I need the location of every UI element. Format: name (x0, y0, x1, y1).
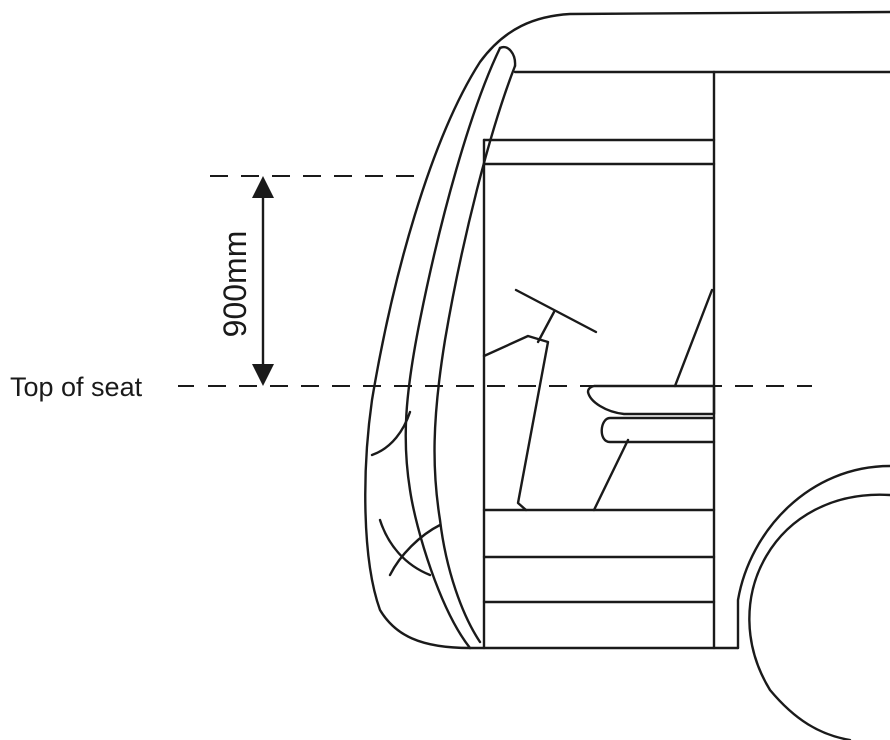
wheel-arch-inner (748, 493, 890, 740)
arrow-head-up (252, 176, 274, 198)
seat-back (673, 288, 714, 388)
pillar-inner-edge (433, 64, 517, 644)
bus-body (364, 10, 890, 650)
wheel-arch (736, 464, 890, 740)
top-of-seat-label: Top of seat (10, 372, 143, 402)
height-dimension-arrow (252, 176, 274, 386)
seat-stand (592, 438, 630, 512)
wheel-arch-outer (736, 464, 890, 650)
reference-lines (178, 175, 812, 387)
steering-wheel (514, 288, 598, 334)
body-panel-divider (370, 410, 412, 457)
pillar-outer-edge (404, 46, 502, 650)
bus-front-outline (364, 10, 890, 650)
seat-cushion (586, 384, 716, 416)
lower-body-curve (378, 518, 432, 577)
measurement-label: 900mm (217, 231, 253, 338)
lower-body-curve-2 (388, 523, 442, 577)
arrow-head-down (252, 364, 274, 386)
pillar-cap (498, 45, 517, 68)
dashboard-console (482, 334, 550, 512)
steering-column (536, 310, 556, 344)
driver-cab (482, 288, 716, 512)
seat-armrest (600, 416, 716, 444)
doorway (482, 70, 716, 650)
